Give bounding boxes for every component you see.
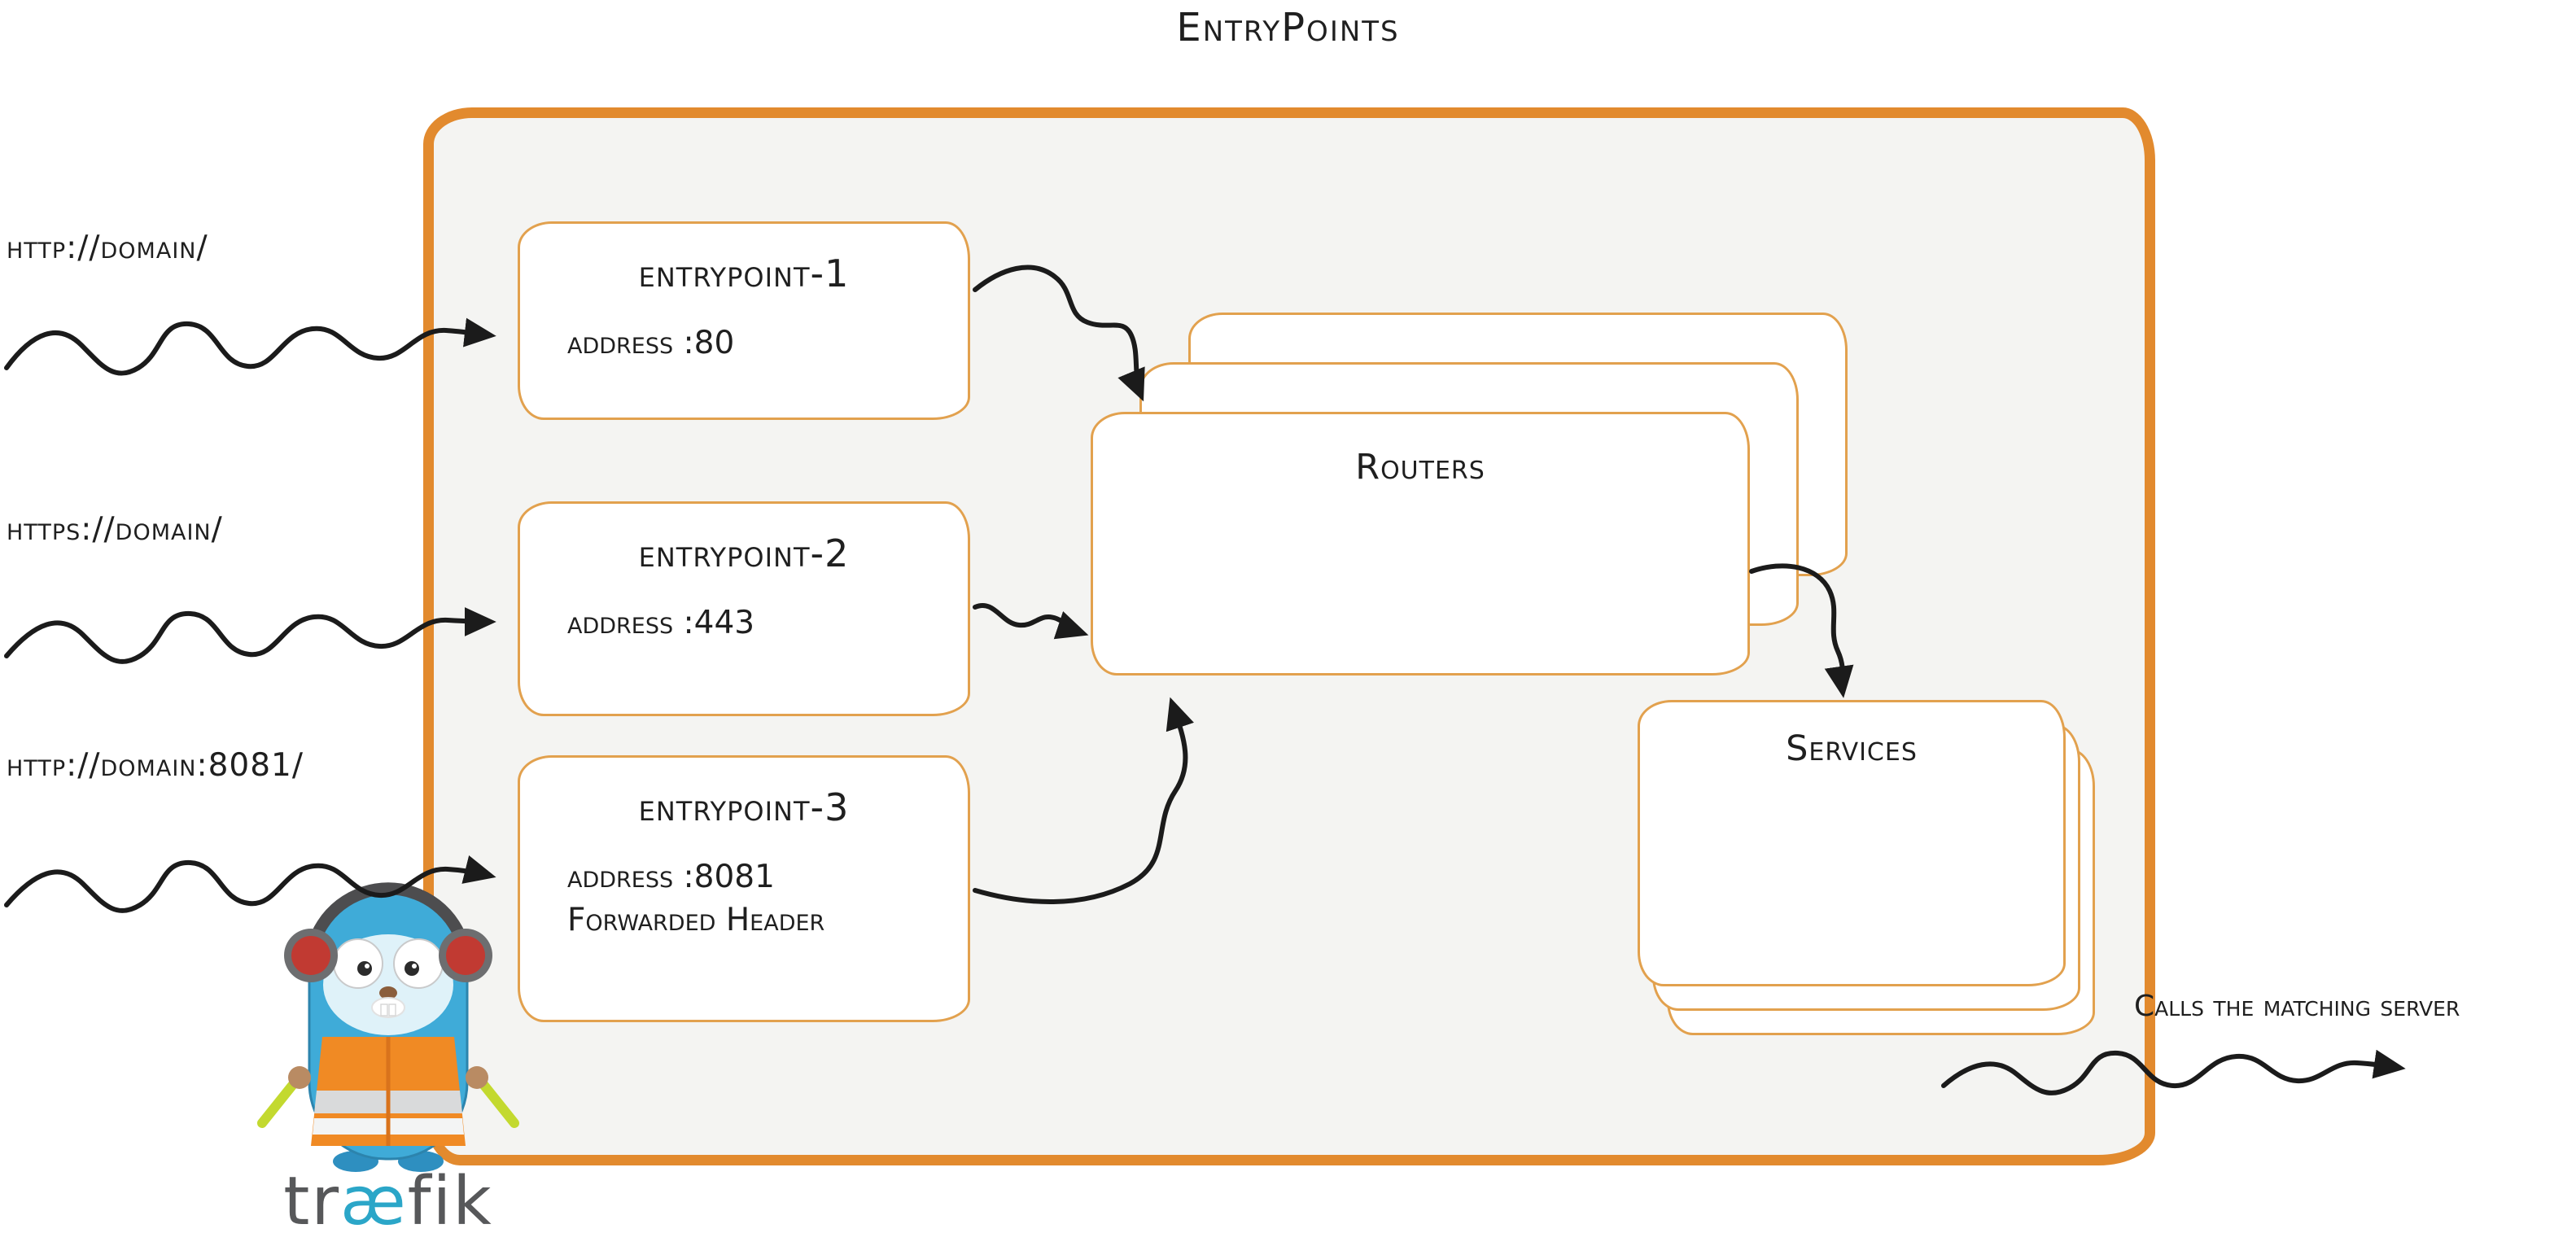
services-stack: Services	[1638, 700, 2106, 1062]
entrypoint-3-name: entrypoint-3	[638, 785, 850, 829]
wordmark-pre: tr	[283, 1163, 341, 1233]
entrypoint-2-name: entrypoint-2	[638, 531, 850, 575]
entrypoint-3-box: entrypoint-3 address :8081 Forwarded Hea…	[518, 755, 970, 1022]
traefik-logo: træfik	[254, 848, 523, 1233]
entrypoint-2-address: address :443	[567, 605, 755, 641]
request-label-https: https://domain/	[7, 511, 223, 548]
entrypoint-3-address: address :8081	[567, 859, 775, 895]
routers-card-front: Routers	[1091, 412, 1750, 676]
request-arrow-1	[4, 317, 496, 376]
traefik-gopher-icon	[257, 882, 519, 1172]
request-label-http-8081: http://domain:8081/	[7, 747, 304, 784]
entrypoint-1-address: address :80	[567, 325, 735, 361]
entrypoint-2-box: entrypoint-2 address :443	[518, 501, 970, 716]
request-label-http: http://domain/	[7, 230, 208, 266]
diagram-title: EntryPoints	[1176, 5, 1400, 50]
wordmark-post: fik	[407, 1163, 493, 1233]
wordmark-ae: æ	[340, 1163, 408, 1233]
request-arrow-2	[4, 606, 496, 664]
entrypoint-1-name: entrypoint-1	[638, 251, 850, 295]
outgoing-call-label: Calls the matching server	[2134, 990, 2460, 1023]
routers-stack: Routers	[1091, 313, 1852, 679]
entrypoint-3-forwarded-header: Forwarded Header	[567, 902, 825, 938]
services-label: Services	[1786, 728, 1918, 769]
traefik-wordmark: træfik	[254, 1169, 523, 1233]
routers-label: Routers	[1355, 447, 1485, 488]
entrypoint-1-box: entrypoint-1 address :80	[518, 221, 970, 420]
services-card-front: Services	[1638, 700, 2066, 986]
